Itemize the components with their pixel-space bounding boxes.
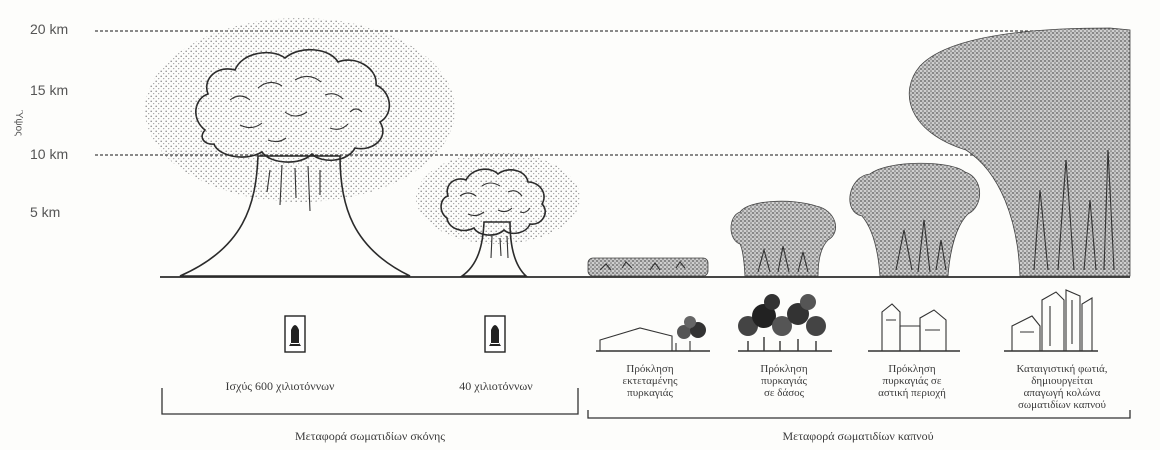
axis-title: Ύψος	[13, 110, 24, 136]
caption-line: Πρόκληση	[760, 363, 807, 375]
urban-buildings-icon	[868, 304, 960, 351]
city-buildings-icon	[1004, 290, 1098, 351]
caption-line: απαγωγή κολώνα	[1024, 387, 1101, 399]
forest-icon	[738, 294, 832, 351]
caption-line: αστική περιοχή	[878, 387, 946, 399]
caption-forest-fire: Πρόκληση πυρκαγιάς σε δάσος	[760, 363, 807, 399]
caption-firestorm: Καταιγιστική φωτιά, δημιουργείται απαγωγ…	[1016, 363, 1107, 411]
urban-fire-smoke	[850, 163, 980, 276]
caption-line: πυρκαγιάς σε	[883, 375, 942, 387]
caption-40kt: 40 χιλιοτόννων	[459, 379, 533, 393]
tick-5km: 5 km	[30, 204, 60, 220]
caption-line: Πρόκληση	[626, 363, 673, 375]
bomb-icon	[285, 316, 305, 352]
caption-grass-fire: Πρόκληση εκτεταμένης πυρκαγιάς	[623, 363, 679, 399]
smoke-group-label: Μεταφορά σωματιδίων καπνού	[782, 429, 933, 443]
caption-600kt: Ισχύς 600 χιλιοτόννων	[226, 379, 336, 393]
tick-10km: 10 km	[30, 146, 68, 162]
smoke-group-bracket	[588, 410, 1130, 418]
mushroom-cloud-40kt	[416, 152, 580, 276]
tick-15km: 15 km	[30, 82, 68, 98]
mushroom-cloud-600kt	[145, 18, 455, 276]
caption-line: εκτεταμένης	[623, 375, 679, 387]
caption-line: Καταιγιστική φωτιά,	[1016, 363, 1107, 375]
forest-fire-smoke	[731, 201, 836, 276]
caption-line: πυρκαγιάς	[761, 375, 807, 387]
caption-line: σωματιδίων καπνού	[1018, 399, 1107, 411]
grass-fire-smoke	[588, 258, 708, 276]
tick-20km: 20 km	[30, 21, 68, 37]
caption-line: πυρκαγιάς	[627, 387, 673, 399]
caption-urban-fire: Πρόκληση πυρκαγιάς σε αστική περιοχή	[878, 363, 946, 399]
caption-line: σε δάσος	[764, 387, 805, 399]
caption-line: Πρόκληση	[888, 363, 935, 375]
grassland-house-icon	[596, 316, 710, 351]
dust-group-label: Μεταφορά σωματιδίων σκόνης	[295, 429, 445, 443]
bomb-icon	[485, 316, 505, 352]
caption-line: δημιουργείται	[1031, 375, 1093, 387]
